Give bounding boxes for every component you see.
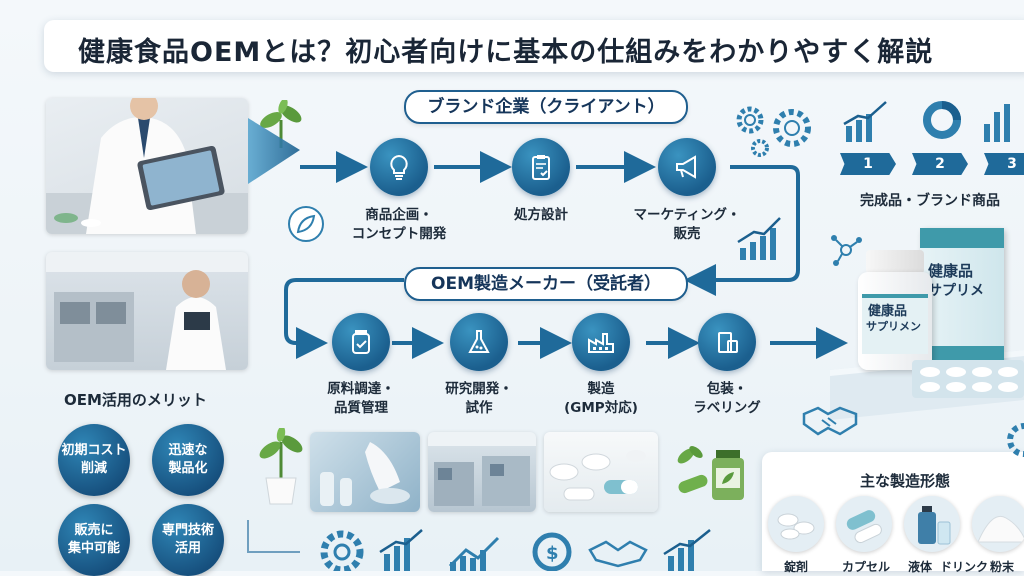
liquid-form-icon (904, 496, 960, 552)
box-label-line2: サプリメ (928, 283, 984, 299)
doctor-tablet-photo (46, 98, 248, 234)
box-label-line1: 健康品 (928, 262, 974, 280)
step-marketing-label: マーケティング・販売 (633, 207, 741, 242)
bottle-label-line2: サプリメン (866, 320, 921, 333)
title-bar: 健康食品OEMとは？初心者向けに基本の仕組みをわかりやすく解説 (44, 20, 1024, 72)
jar-check-icon (332, 313, 390, 371)
svg-text:$: $ (546, 543, 559, 564)
handshake-icon (802, 406, 858, 436)
report-icons (843, 101, 1010, 142)
molecule-icon (831, 235, 862, 266)
clipboard-check-icon (512, 138, 570, 196)
merit-focus-on-sales: 販売に集中可能 (58, 504, 130, 576)
page-title: 健康食品OEMとは？初心者向けに基本の仕組みをわかりやすく解説 (78, 37, 934, 68)
bottom-icons: $ (320, 529, 711, 571)
herb-bottle-icon (677, 446, 744, 500)
step-manufacturing-label: 製造(GMP対応) (564, 381, 638, 416)
form-label-powder: 粉末 (990, 560, 1015, 574)
flask-icon (450, 313, 508, 371)
blister-pack (912, 360, 1024, 398)
factory-icon (572, 313, 630, 371)
capsule-form-icon (836, 496, 892, 552)
step-3-marker: 3 (984, 153, 1024, 175)
powder-form-icon (972, 496, 1024, 552)
merits-title: OEM活用のメリット (64, 391, 207, 409)
growth-chart-icon (737, 217, 781, 260)
package-icon (698, 313, 756, 371)
supplement-bottle: 健康品 サプリメン (858, 250, 932, 370)
merit-cost-reduction: 初期コスト削減 (58, 424, 130, 496)
lab-sample-photo (310, 432, 420, 512)
form-label-drink: ドリンク (940, 560, 989, 574)
oem-manufacturer-pill: OEM製造メーカー（受託者） (404, 267, 688, 301)
supplement-box: 健康品 サプリメ (920, 228, 1004, 368)
lightbulb-icon (370, 138, 428, 196)
edge-gear-icon (1007, 423, 1024, 457)
step-planning-label: 商品企画・コンセプト開発 (351, 207, 447, 242)
gears-icon (736, 106, 811, 157)
step-packaging-label: 包装・ラベリング (693, 381, 761, 416)
megaphone-icon (658, 138, 716, 196)
form-label-liquid: 液体 (908, 560, 933, 574)
plant-pot-icon (259, 428, 303, 505)
bottle-label-line1: 健康品 (868, 304, 908, 319)
tablet-form-icon (768, 496, 824, 552)
production-line-photo (428, 432, 536, 512)
merit-expertise: 専門技術活用 (152, 504, 224, 576)
merit-fast-productization: 迅速な製品化 (152, 424, 224, 496)
capsules-photo (544, 432, 658, 512)
leaf-badge-icon (288, 206, 324, 242)
brand-company-pill: ブランド企業（クライアント） (404, 90, 688, 124)
form-label-tablet: 錠剤 (784, 560, 809, 574)
laboratory-photo (46, 252, 248, 370)
step-sourcing-label: 原料調達・品質管理 (327, 381, 395, 416)
step-2-marker: 2 (912, 153, 968, 175)
form-label-capsule: カプセル (842, 560, 891, 574)
step-rnd-label: 研究開発・試作 (445, 381, 513, 416)
finished-product-label: 完成品・ブランド商品 (860, 193, 1000, 209)
forms-title: 主な製造形態 (860, 472, 951, 490)
step-1-marker: 1 (840, 153, 896, 175)
step-formulation-label: 処方設計 (514, 207, 568, 223)
